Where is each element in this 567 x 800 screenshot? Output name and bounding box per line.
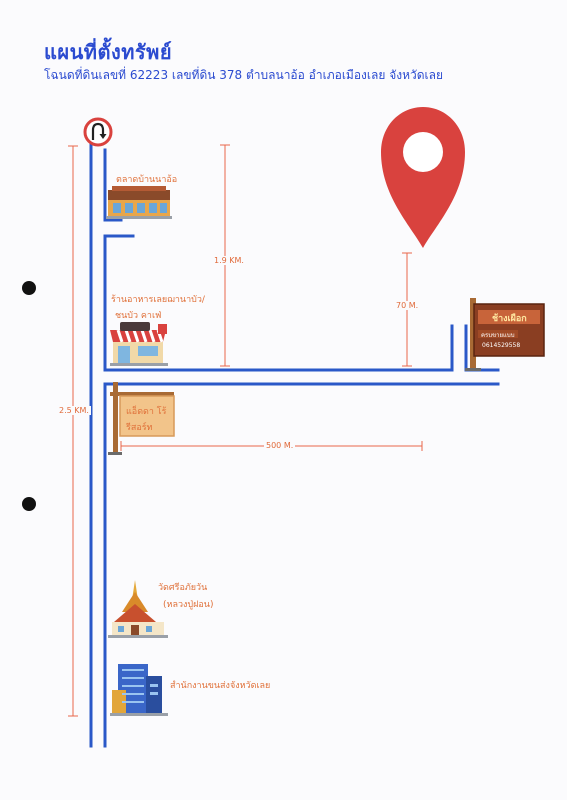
market-label: ตลาดบ้านนาอ้อ xyxy=(116,175,178,185)
punch-hole-top xyxy=(22,281,36,295)
office-label: สำนักงานขนส่งจังหวัดเลย xyxy=(170,681,271,691)
temple-icon xyxy=(108,580,168,638)
punch-hole-bottom xyxy=(22,497,36,511)
signpost-label-line1: แอ็ดดา โร้ xyxy=(126,407,167,417)
property-sign-sub: ครบขายแบบ xyxy=(481,332,515,339)
market-building-icon xyxy=(106,186,172,219)
restaurant-label-line1: ร้านอาหารเลยฌานาบัว/ xyxy=(111,295,205,305)
location-pin-icon xyxy=(381,107,465,248)
map-subtitle: โฉนดที่ดินเลขที่ 62223 เลขที่ดิน 378 ตำบ… xyxy=(44,68,444,82)
office-building-icon xyxy=(110,664,168,716)
property-sign-icon xyxy=(465,298,545,371)
restaurant-label-line2: ชนบัว คาเฟ่ xyxy=(115,311,162,321)
distance-1-9km: 1.9 KM. xyxy=(212,256,246,265)
distance-2-5km: 2.5 KM. xyxy=(57,406,91,415)
distance-500m: 500 M. xyxy=(264,441,296,450)
map-title: แผนที่ตั้งทรัพย์ xyxy=(44,40,173,64)
property-sign-name: ช้างเผือก xyxy=(492,314,527,324)
signpost-label-line2: รีสอร์ท xyxy=(126,423,153,433)
wooden-signpost-icon xyxy=(108,382,175,455)
restaurant-shop-icon xyxy=(110,322,168,366)
property-sign-phone: 0614529558 xyxy=(482,342,521,349)
temple-label-line2: (หลวงปู่ฝอน) xyxy=(163,600,214,610)
temple-label-line1: วัดศรีอภัยวัน xyxy=(158,583,208,593)
road-network xyxy=(89,138,500,748)
distance-70m: 70 M. xyxy=(394,301,421,310)
u-turn-sign-icon xyxy=(83,117,113,147)
